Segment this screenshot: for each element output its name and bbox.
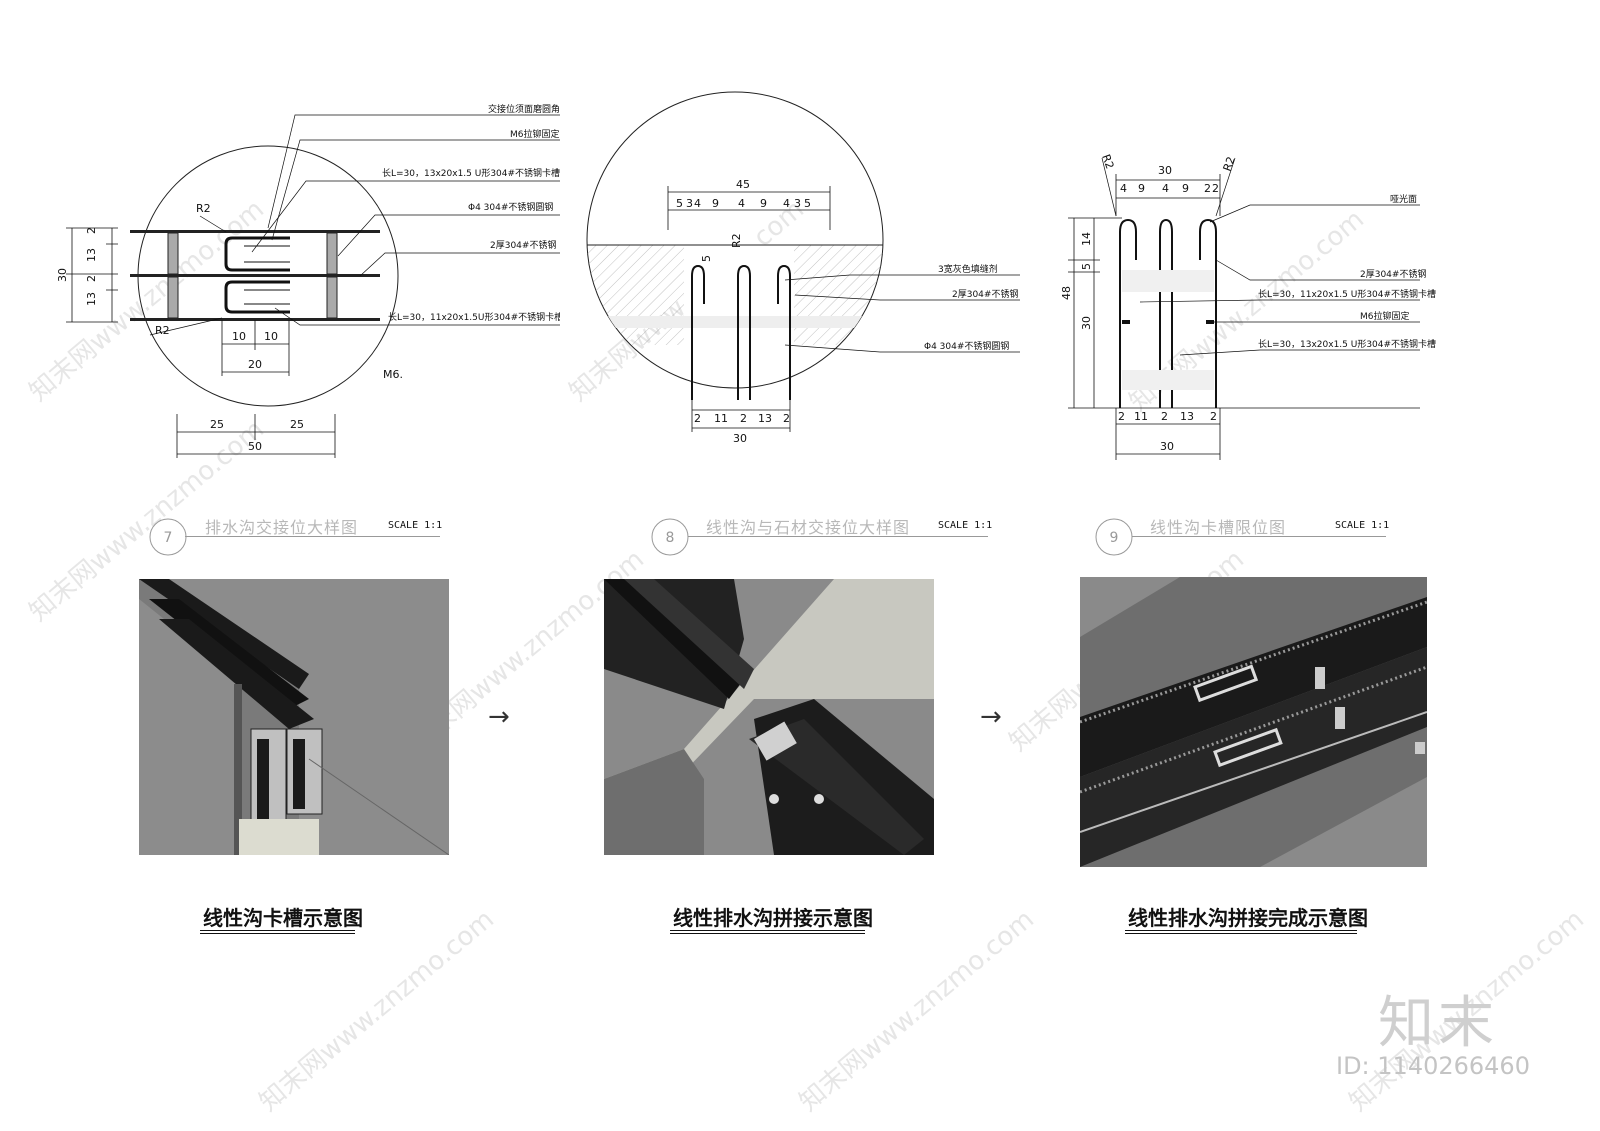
flow-arrow: → (980, 702, 1002, 732)
detail-8-number-badge: 8 (651, 518, 689, 556)
title-underline (688, 536, 988, 537)
dim-label: 13 (1180, 410, 1194, 423)
detail-7-scale: SCALE 1:1 (388, 520, 443, 531)
dim-label: 10 (232, 330, 246, 343)
callout-text: 交接位须面磨圆角 (488, 103, 560, 115)
brand-id: ID: 1140266460 (1336, 1052, 1530, 1080)
dim-label: 4 (783, 197, 790, 210)
dim-label: 30 (733, 432, 747, 445)
radius-label: R2 (196, 202, 211, 215)
callout-text: Φ4 304#不锈钢圆钢 (468, 201, 553, 213)
dim-label: 48 (1060, 286, 1073, 300)
callout-text: 长L=30，13x20x1.5 U形304#不锈钢卡槽 (382, 167, 560, 179)
detail-9-number-badge: 9 (1095, 518, 1133, 556)
detail-number: 8 (666, 530, 675, 546)
dim-label: 2 (740, 412, 747, 425)
dim-label: 2 (1161, 410, 1168, 423)
dim-label: 13 (758, 412, 772, 425)
dim-label: 2 (694, 412, 701, 425)
dim-label: 5 (700, 255, 713, 262)
detail-number: 7 (164, 530, 173, 546)
brand-logo: 知末 (1378, 991, 1498, 1056)
dim-label: 20 (248, 358, 262, 371)
render-panel-slot (139, 579, 449, 855)
detail-9-title: 线性沟卡槽限位图 (1150, 518, 1287, 537)
dim-label: 2 (1118, 410, 1125, 423)
callout-text: Φ4 304#不锈钢圆钢 (924, 340, 1009, 352)
dim-label: 2 (85, 227, 98, 234)
dim-label: 9 (712, 197, 719, 210)
dim-label: 9 (1182, 182, 1189, 195)
detail-8-drawing: 45 5 3 4 9 4 9 4 3 5 5 R2 2 11 2 13 2 30… (586, 91, 1020, 445)
radius-label: R2 (1221, 155, 1238, 173)
title-underline (1132, 536, 1386, 537)
rivet-label: M6. (383, 368, 403, 381)
dim-label: 13 (85, 248, 98, 262)
callout-text: 2厚304#不锈钢 (952, 288, 1018, 300)
callout-text: 3宽灰色填缝剂 (938, 263, 998, 275)
caption-underline (1125, 930, 1357, 934)
dim-label: 3 (686, 197, 693, 210)
detail-9-scale: SCALE 1:1 (1335, 520, 1390, 531)
dim-label: 3 (794, 197, 801, 210)
dim-label: 30 (56, 268, 69, 282)
dim-label: 2 (1204, 182, 1211, 195)
dim-label: 4 (1120, 182, 1127, 195)
dim-label: 45 (736, 178, 750, 191)
dim-label: 9 (760, 197, 767, 210)
render-panel-joining (604, 579, 934, 855)
title-underline (185, 536, 440, 537)
dim-label: 5 (804, 197, 811, 210)
dim-label: 25 (290, 418, 304, 431)
dim-label: 2 (1210, 410, 1217, 423)
dim-label: 25 (210, 418, 224, 431)
dim-label: 30 (1160, 440, 1174, 453)
radius-label: R2 (730, 233, 743, 248)
dim-label: 2 (1212, 182, 1219, 195)
callout-text: M6拉铆固定 (510, 128, 560, 140)
dim-label: 4 (1162, 182, 1169, 195)
radius-label: R2 (155, 324, 170, 337)
callout-text: M6拉铆固定 (1360, 310, 1410, 322)
dim-label: 13 (85, 292, 98, 306)
dim-label: 30 (1080, 316, 1093, 330)
callout-text: 2厚304#不锈钢 (1360, 268, 1426, 280)
detail-7-number-badge: 7 (149, 518, 187, 556)
callout-text: 哑光面 (1390, 193, 1417, 205)
dim-label: 11 (714, 412, 728, 425)
detail-7-title: 排水沟交接位大样图 (205, 518, 359, 537)
dim-label: 2 (85, 275, 98, 282)
radius-label: R2 (1099, 153, 1116, 171)
detail-9-drawing: 30 4 9 4 9 2 2 R2 R2 14 5 30 48 2 11 2 1… (1060, 153, 1436, 460)
flow-arrow: → (488, 702, 510, 732)
dim-label: 5 (676, 197, 683, 210)
caption-underline (200, 930, 355, 934)
detail-7-drawing: 2 13 2 13 30 10 10 20 25 25 50 R2 R2 M6.… (56, 103, 560, 458)
callout-text: 长L=30，13x20x1.5 U形304#不锈钢卡槽 (1258, 338, 1436, 350)
caption-slot-diagram: 线性沟卡槽示意图 (203, 906, 363, 930)
dim-label: 9 (1138, 182, 1145, 195)
dim-label: 4 (738, 197, 745, 210)
caption-underline (670, 930, 865, 934)
caption-joining-diagram: 线性排水沟拼接示意图 (673, 906, 873, 930)
dim-label: 4 (694, 197, 701, 210)
render-panel-complete (1080, 577, 1427, 867)
dim-label: 5 (1080, 263, 1093, 270)
dim-label: 10 (264, 330, 278, 343)
dim-label: 14 (1080, 232, 1093, 246)
callout-text: 长L=30，11x20x1.5 U形304#不锈钢卡槽 (1258, 288, 1436, 300)
detail-8-scale: SCALE 1:1 (938, 520, 993, 531)
dim-label: 11 (1134, 410, 1148, 423)
callout-text: 2厚304#不锈钢 (490, 239, 556, 251)
dim-label: 50 (248, 440, 262, 453)
detail-number: 9 (1110, 530, 1119, 546)
dim-label: 2 (783, 412, 790, 425)
callout-text: 长L=30，11x20x1.5U形304#不锈钢卡槽 (388, 311, 560, 323)
caption-complete-diagram: 线性排水沟拼接完成示意图 (1128, 906, 1368, 930)
dim-label: 30 (1158, 164, 1172, 177)
detail-8-title: 线性沟与石材交接位大样图 (706, 518, 911, 537)
